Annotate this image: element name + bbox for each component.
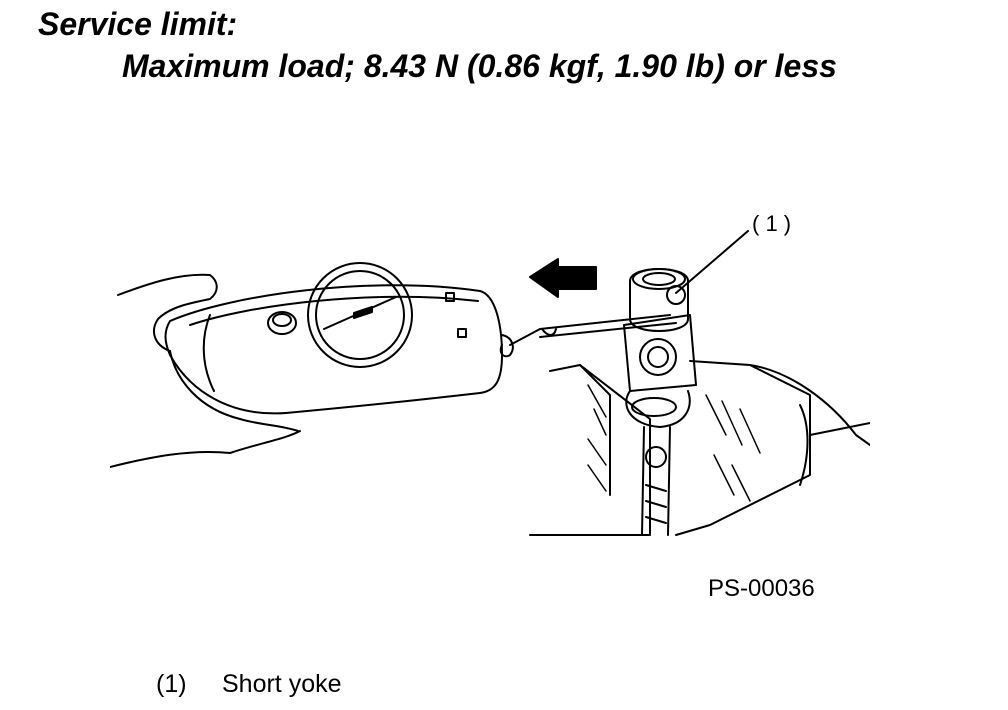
spring-scale-body — [164, 284, 503, 415]
maximum-load-text: Maximum load; 8.43 N (0.86 kgf, 1.90 lb)… — [122, 48, 837, 84]
hand-outline — [117, 273, 218, 352]
legend-item-number: (1) — [156, 670, 187, 698]
legend-item-1: (1) Short yoke — [156, 668, 342, 700]
spring-scale-illustration: ( 1 ) — [110, 211, 870, 536]
callout-label-1: ( 1 ) — [752, 211, 791, 236]
pull-direction-arrow — [529, 258, 597, 298]
figure-id: PS-00036 — [708, 575, 815, 602]
short-yoke — [629, 268, 689, 332]
dial-gauge — [307, 262, 413, 368]
legend-item-text: Short yoke — [222, 670, 342, 698]
callout-leader-line — [675, 230, 749, 294]
service-limit-heading: Service limit: — [38, 6, 238, 42]
